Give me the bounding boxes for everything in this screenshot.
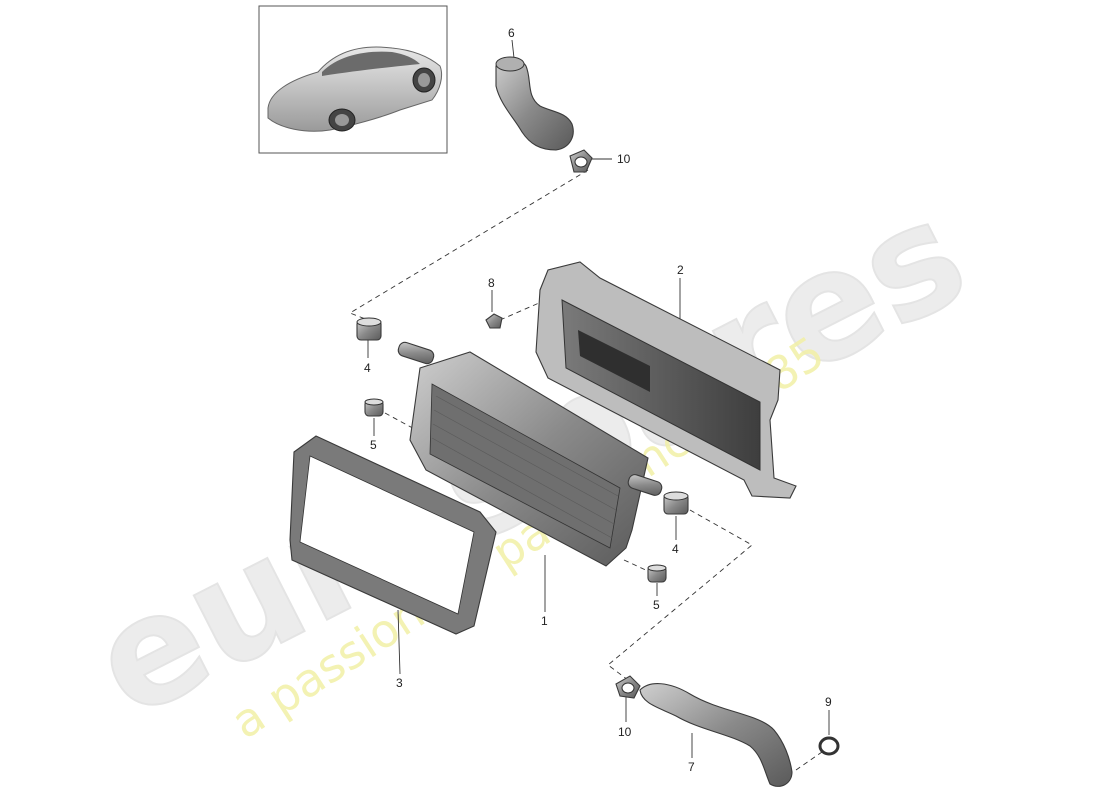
leader-lines	[348, 39, 830, 771]
callout-2: 2	[677, 263, 684, 277]
bushing-upper	[356, 317, 382, 341]
callout-9: 9	[825, 695, 832, 709]
radiator	[397, 341, 663, 567]
bushing-lower	[663, 491, 689, 515]
o-ring	[818, 736, 840, 756]
callout-3: 3	[396, 676, 403, 690]
upper-coolant-hose	[495, 56, 574, 151]
callout-labels: 6 10 8 2 4 5 4 5 1 3 10 7 9	[364, 26, 832, 774]
callout-1: 1	[541, 614, 548, 628]
lower-coolant-hose	[639, 683, 793, 787]
hose-clamp-lower	[615, 675, 641, 699]
callout-10-upper: 10	[617, 152, 631, 166]
callout-4-upper: 4	[364, 361, 371, 375]
damper-upper	[364, 398, 384, 417]
callout-5-upper: 5	[370, 438, 377, 452]
callout-4-lower: 4	[672, 542, 679, 556]
car-illustration	[267, 46, 443, 132]
radiator-mount-frame	[535, 261, 797, 499]
callout-7: 7	[688, 760, 695, 774]
rubber-grommet	[485, 313, 503, 329]
vehicle-thumbnail	[258, 5, 448, 154]
callout-5-lower: 5	[653, 598, 660, 612]
damper-lower	[647, 564, 667, 583]
callout-8: 8	[488, 276, 495, 290]
callout-6: 6	[508, 26, 515, 40]
callout-10-lower: 10	[618, 725, 632, 739]
radiator-seal-frame	[289, 435, 497, 635]
hose-clamp-upper	[569, 149, 593, 173]
